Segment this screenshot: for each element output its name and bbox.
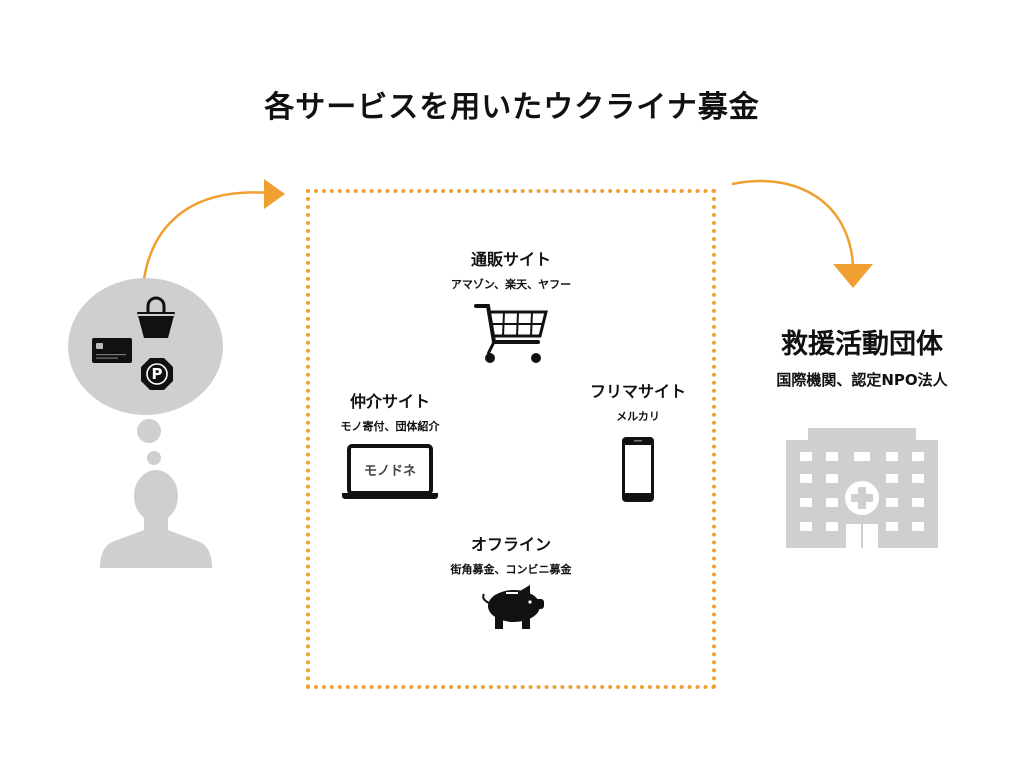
service-online-shop: 通販サイト アマゾン、楽天、ヤフー — [411, 246, 611, 292]
points-icon — [141, 358, 173, 390]
credit-card-icon — [92, 338, 132, 363]
service-flea-market: フリマサイト メルカリ — [538, 378, 738, 424]
laptop-icon — [342, 444, 438, 499]
services-box — [306, 189, 716, 689]
service-intermediary: 仲介サイト モノ寄付、団体紹介 — [290, 388, 490, 434]
person-icon — [100, 470, 212, 568]
service-sub: 街角募金、コンビニ募金 — [450, 563, 572, 576]
service-label: 仲介サイト — [349, 392, 430, 411]
service-label: オフライン — [470, 535, 551, 554]
service-sub: モノ寄付、団体紹介 — [340, 420, 440, 433]
smartphone-icon — [622, 437, 654, 502]
service-label: 通販サイト — [470, 250, 551, 269]
service-offline: オフライン 街角募金、コンビニ募金 — [411, 531, 611, 577]
shopping-cart-icon — [474, 304, 548, 363]
thought-bubble-dot-large — [137, 419, 161, 443]
organization-name: 救援活動団体 — [781, 329, 943, 360]
points-glyph: P — [151, 365, 163, 383]
arrow-services-to-organization — [731, 179, 873, 288]
service-label: フリマサイト — [589, 382, 686, 401]
shopping-bag-icon — [137, 296, 175, 338]
organization-sub: 国際機関、認定NPO法人 — [776, 371, 948, 389]
diagram-title: 各サービスを用いたウクライナ募金 — [264, 90, 760, 125]
monodone-logo-text: モノドネ — [363, 464, 416, 479]
piggy-bank-icon — [482, 585, 544, 629]
hospital-building-icon — [786, 428, 938, 548]
arrow-donor-to-services — [142, 179, 285, 280]
thought-bubble-dot-small — [147, 451, 161, 465]
service-sub: アマゾン、楽天、ヤフー — [450, 278, 572, 291]
service-sub: メルカリ — [616, 410, 660, 423]
